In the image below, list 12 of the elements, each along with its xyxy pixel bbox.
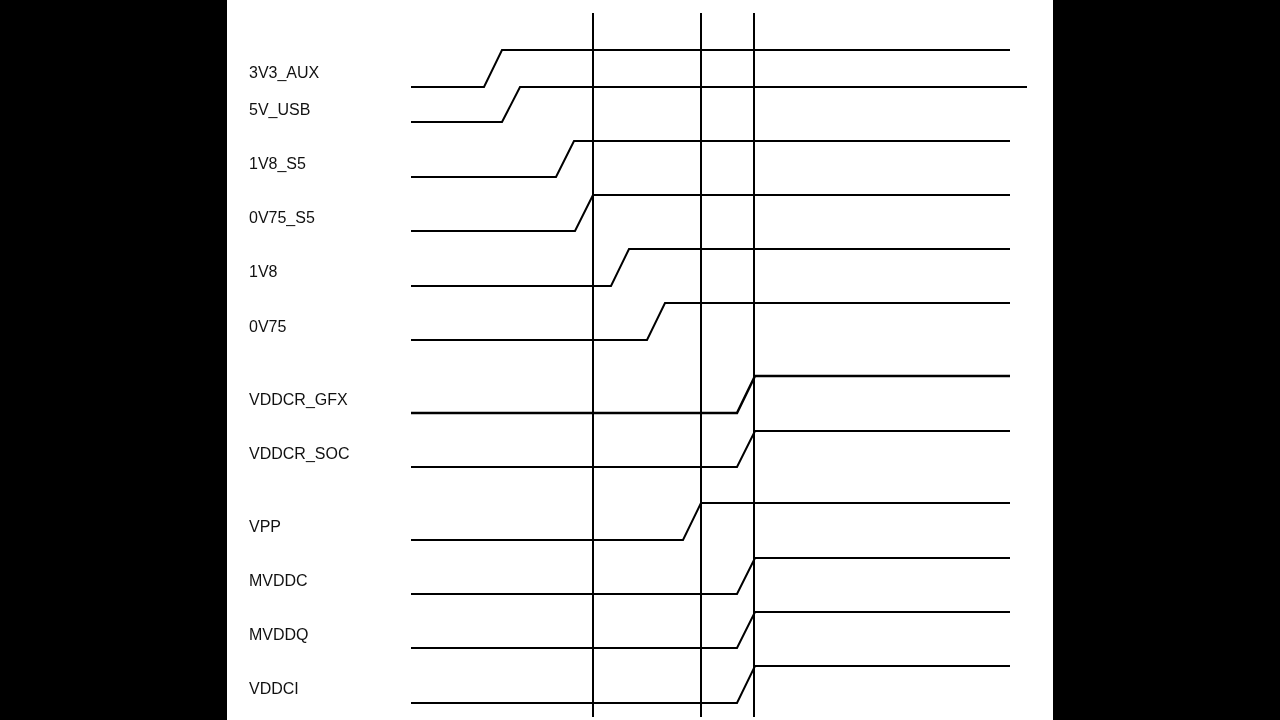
signal-label: VDDCR_GFX bbox=[249, 391, 348, 409]
signal-label: 1V8_S5 bbox=[249, 155, 306, 173]
signal-label: MVDDC bbox=[249, 572, 308, 590]
signal-label: 3V3_AUX bbox=[249, 64, 320, 82]
signal-label: MVDDQ bbox=[249, 626, 309, 644]
signal-label: 0V75 bbox=[249, 318, 287, 336]
signal-label: 1V8 bbox=[249, 263, 278, 281]
signal-label: VPP bbox=[249, 518, 281, 536]
signal-label: VDDCI bbox=[249, 680, 299, 698]
signal-label: 5V_USB bbox=[249, 101, 311, 119]
signal-label: 0V75_S5 bbox=[249, 209, 315, 227]
signal-label: VDDCR_SOC bbox=[249, 445, 350, 463]
